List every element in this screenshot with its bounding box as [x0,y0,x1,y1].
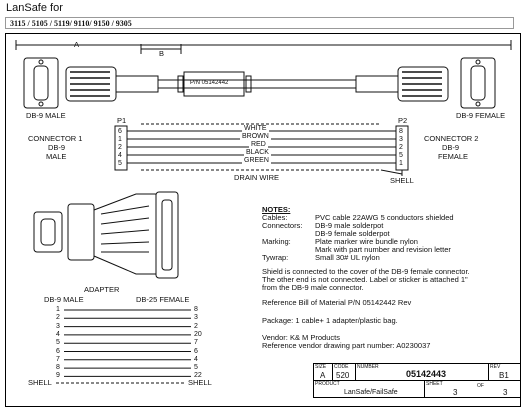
shield-note: The other end is not connected. Label or… [262,275,468,284]
connector2-line3: FEMALE [438,152,469,161]
dimension-a: A [74,40,80,49]
shield-note: Shield is connected to the cover of the … [262,267,470,276]
marking-value: Plate marker wire bundle nylon [315,237,418,246]
p1-pin: 6 [118,128,122,135]
adapter-right-pin: 7 [194,339,198,347]
schematic-sheet: A B P/N 05142442 DB-9 MALE DB-9 FEMALE P… [5,33,521,407]
adapter-left-pin: 8 [56,364,60,372]
p1-label: P1 [117,116,127,125]
adapter-left-pin: 9 [56,372,60,380]
left-connector-label: DB-9 MALE [26,111,66,120]
p2-pin: 2 [399,144,403,151]
cables-label: Cables: [262,213,288,222]
p1-pin: 1 [118,136,122,143]
cable-part-label: P/N 05142442 [190,80,229,86]
cable-drawing [15,40,512,384]
adapter-left-pin: 1 [56,306,60,313]
marking-label: Marking: [262,237,291,246]
adapter-shell-right: SHELL [188,378,212,387]
adapter-right-pin: 3 [194,314,198,322]
tb-sheet: SHEET 3 OF 3 [424,380,521,398]
tywrap-value: Small 30# UL nylon [315,253,380,262]
adapter-left-pin: 5 [56,339,60,347]
tb-product: PRODUCT LanSafe/FailSafe [313,380,425,398]
wire-color: BLACK [244,149,271,156]
adapter-right-pin: 2 [194,322,198,330]
tywrap-label: Tywrap: [262,253,289,262]
adapter-right-pin: 4 [194,355,198,363]
p2-pin: 3 [399,136,403,143]
reference-note: Reference Bill of Material P/N 05142442 … [262,298,412,307]
connectors-value: DB-9 female solderpot [315,229,390,238]
vendor-drawing-note: Reference vendor drawing part number: A0… [262,341,431,350]
connectors-label: Connectors: [262,221,303,230]
adapter-left-pin: 3 [56,322,60,330]
shield-note: from the DB-9 male connector. [262,283,364,292]
adapter-shell-left: SHELL [28,378,52,387]
tb-rev: REV B1 [488,363,521,381]
wire-color: BROWN [240,133,271,140]
adapter-right-pin: 8 [194,306,198,313]
adapter-left-pin: 6 [56,347,60,355]
right-connector-label: DB-9 FEMALE [456,111,506,120]
adapter-right-pin: 20 [194,330,202,338]
wire-color: RED [249,141,268,148]
package-note: Package: 1 cable+ 1 adapter/plastic bag. [262,316,398,325]
cables-value: PVC cable 22AWG 5 conductors shielded [315,213,454,222]
p2-pin: 1 [399,160,403,167]
adapter-left-header: DB-9 MALE [44,295,84,304]
connector1-line3: MALE [46,152,67,161]
notes-heading: NOTES: [262,205,291,214]
tb-number: NUMBER 05142443 [355,363,489,381]
p1-pin: 4 [118,152,122,159]
adapter-title: ADAPTER [84,285,120,294]
shell-label: SHELL [390,176,414,185]
adapter-right-pin: 5 [194,364,198,372]
adapter-right-pin: 6 [194,347,198,355]
marking-value: Mark with part number and revision lette… [315,245,451,254]
connector2-line1: CONNECTOR 2 [424,134,479,143]
p2-pin: 5 [399,152,403,159]
connector1-line2: DB-9 [48,143,66,152]
drain-wire-label: DRAIN WIRE [234,173,279,182]
p2-pin: 8 [399,128,403,135]
dimension-b: B [159,49,165,58]
adapter-right-pin: 22 [194,372,202,380]
model-list: 3115 / 5105 / 5119/ 9110/ 9150 / 9305 [5,17,514,29]
p1-pin: 5 [118,160,122,167]
wire-color: GREEN [242,157,271,164]
connector2-line2: DB-9 [442,143,460,152]
adapter-left-pin: 4 [56,330,60,338]
p2-label: P2 [398,116,408,125]
p1-pin: 2 [118,144,122,151]
connectors-value: DB-9 male solderpot [315,221,384,230]
tb-code: CODE 520 [332,363,356,381]
wire-color: WHITE [242,125,269,132]
page-title: LanSafe for [6,2,63,14]
adapter-right-header: DB-25 FEMALE [136,295,190,304]
vendor-note: Vendor: K& M Products [262,333,340,342]
adapter-left-pin: 2 [56,314,60,322]
tb-size: SIZE A [313,363,333,381]
connector1-line1: CONNECTOR 1 [28,134,83,143]
adapter-left-pin: 7 [56,355,60,363]
